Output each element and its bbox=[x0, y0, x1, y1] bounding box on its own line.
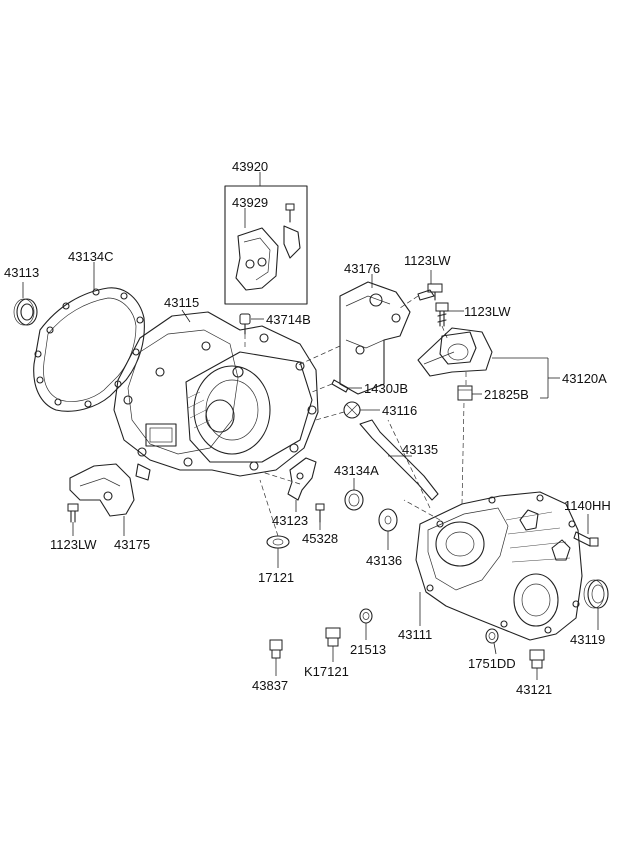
label-43119: 43119 bbox=[570, 632, 606, 647]
sensor-bolt bbox=[283, 203, 301, 259]
label-43134A: 43134A bbox=[334, 463, 379, 478]
bolt-1123LW-c bbox=[67, 503, 79, 523]
label-43123: 43123 bbox=[272, 513, 309, 528]
label-1123LW-top: 1123LW bbox=[404, 253, 451, 268]
transmission-case-43111 bbox=[415, 491, 583, 641]
mount-43120A bbox=[417, 327, 493, 377]
bracket-43123 bbox=[287, 457, 317, 501]
label-43175: 43175 bbox=[114, 537, 151, 552]
label-K17121: K17121 bbox=[304, 664, 349, 679]
washer-43136 bbox=[378, 508, 398, 532]
bolt-1123LW-b bbox=[435, 302, 449, 327]
gasket-43134C bbox=[33, 287, 145, 412]
label-43113: 43113 bbox=[4, 265, 40, 280]
nut-21825B bbox=[457, 385, 473, 401]
label-43920: 43920 bbox=[232, 159, 269, 174]
label-43120A: 43120A bbox=[562, 371, 607, 386]
label-43136: 43136 bbox=[366, 553, 403, 568]
position-sensor-bracket bbox=[235, 227, 279, 291]
sensor-kit-box bbox=[224, 185, 308, 305]
label-43135: 43135 bbox=[402, 442, 439, 457]
bolt-1123LW-a bbox=[417, 283, 443, 301]
label-43116: 43116 bbox=[382, 403, 418, 418]
label-17121: 17121 bbox=[258, 570, 295, 585]
label-43837: 43837 bbox=[252, 678, 289, 693]
label-43134C: 43134C bbox=[68, 249, 114, 264]
seal-43116 bbox=[343, 401, 361, 419]
label-43115: 43115 bbox=[164, 295, 200, 310]
label-1123LW-mid: 1123LW bbox=[464, 304, 511, 319]
seal-43119 bbox=[583, 579, 609, 609]
bracket-43175 bbox=[69, 463, 135, 517]
bracket-43176 bbox=[339, 281, 411, 395]
plug-43121 bbox=[529, 649, 545, 669]
washer-1751DD bbox=[485, 628, 499, 644]
label-1140HH: 1140HH bbox=[564, 498, 611, 513]
label-43111: 43111 bbox=[398, 627, 433, 642]
bolt-45328 bbox=[315, 503, 325, 523]
label-45328: 45328 bbox=[302, 531, 339, 546]
label-43176: 43176 bbox=[344, 261, 381, 276]
label-21513: 21513 bbox=[350, 642, 387, 657]
shift-rod-43135 bbox=[359, 419, 439, 501]
pin-1430JB bbox=[331, 379, 349, 393]
label-1751DD: 1751DD bbox=[468, 656, 516, 671]
label-43714B: 43714B bbox=[266, 312, 311, 327]
label-1123LW-bottom: 1123LW bbox=[50, 537, 97, 552]
plug-43837 bbox=[269, 639, 283, 659]
label-43121: 43121 bbox=[516, 682, 553, 697]
clutch-housing-43115 bbox=[113, 311, 319, 481]
label-21825B: 21825B bbox=[484, 387, 529, 402]
plug-K17121 bbox=[325, 627, 341, 647]
bolt-1140HH bbox=[573, 531, 599, 547]
washer-17121 bbox=[266, 535, 290, 549]
label-1430JB: 1430JB bbox=[364, 381, 409, 396]
seal-43134A bbox=[344, 489, 364, 511]
washer-21513 bbox=[359, 608, 373, 624]
plug-43714B bbox=[239, 313, 251, 335]
label-43929: 43929 bbox=[232, 195, 269, 210]
seal-43113 bbox=[13, 298, 38, 326]
